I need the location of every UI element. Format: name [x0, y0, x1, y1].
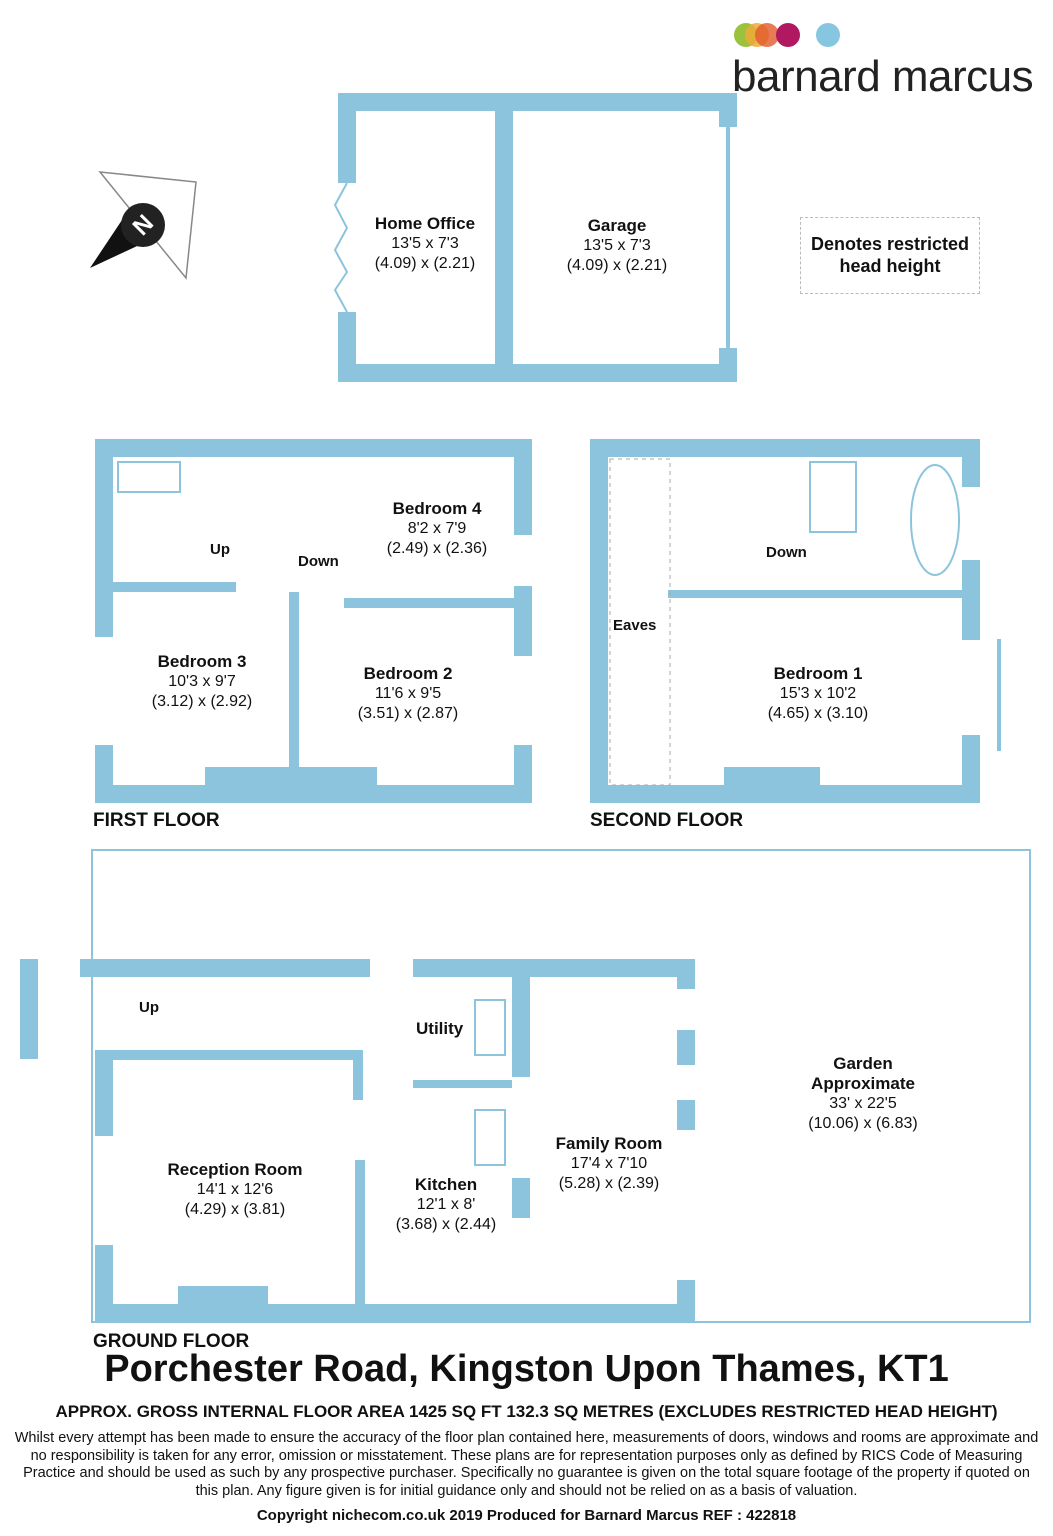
room-bedroom-2: Bedroom 2 11'6 x 9'5 (3.51) x (2.87)	[358, 664, 458, 724]
logo-dot-magenta	[776, 23, 800, 47]
logo-dot-red	[755, 23, 779, 47]
restricted-head-height-legend: Denotes restricted head height	[800, 217, 980, 294]
room-imperial: 17'4 x 7'10	[570, 1155, 648, 1172]
copyright: Copyright nichecom.co.uk 2019 Produced f…	[256, 1507, 797, 1524]
room-bedroom-4: Bedroom 4 8'2 x 7'9 (2.49) x (2.36)	[387, 499, 487, 559]
outlines	[91, 126, 1031, 1323]
eaves-label: Eaves	[613, 617, 657, 634]
room-home-office: Home Office 13'5 x 7'3 (4.09) x (2.21)	[375, 214, 475, 274]
second-floor-label: SECOND FLOOR	[590, 810, 744, 831]
room-metric: (2.49) x (2.36)	[386, 540, 488, 557]
room-imperial: 8'2 x 7'9	[407, 520, 467, 537]
room-metric: (5.28) x (2.39)	[558, 1175, 660, 1192]
room-metric: (10.06) x (6.83)	[808, 1115, 918, 1132]
room-imperial: 12'1 x 8'	[416, 1196, 476, 1213]
room-name: Bedroom 4	[392, 499, 482, 518]
first-floor-label: FIRST FLOOR	[93, 810, 220, 831]
room-metric: (3.68) x (2.44)	[395, 1216, 497, 1233]
ground-floor-label: GROUND FLOOR	[93, 1331, 250, 1352]
disclaimer: Whilst every attempt has been made to en…	[14, 1430, 1039, 1499]
room-name: Family Room	[555, 1134, 663, 1153]
room-imperial: 15'3 x 10'2	[779, 685, 857, 702]
stairs-up-label: Up	[139, 999, 159, 1016]
room-metric: (3.51) x (2.87)	[357, 705, 459, 722]
floor-area: APPROX. GROSS INTERNAL FLOOR AREA 1425 S…	[55, 1402, 998, 1421]
room-family-room: Family Room 17'4 x 7'10 (5.28) x (2.39)	[556, 1134, 663, 1194]
room-name: Kitchen	[414, 1175, 478, 1194]
legend-line-2: head height	[839, 256, 941, 276]
room-name: Bedroom 1	[773, 664, 863, 683]
room-name: Approximate	[811, 1074, 915, 1093]
room-name: Home Office	[374, 214, 476, 233]
room-metric: (4.65) x (3.10)	[767, 705, 869, 722]
room-reception: Reception Room 14'1 x 12'6 (4.29) x (3.8…	[167, 1160, 302, 1220]
room-garden: Garden Approximate 33' x 22'5 (10.06) x …	[808, 1054, 917, 1134]
room-name: Bedroom 2	[363, 664, 453, 683]
brand-logo: barnard marcus	[732, 52, 1034, 101]
legend-line-1: Denotes restricted	[810, 234, 970, 254]
garden-outline	[91, 849, 1031, 1323]
walls	[20, 23, 980, 1322]
stairs-down-label: Down	[766, 544, 807, 561]
room-metric: (4.09) x (2.21)	[566, 257, 668, 274]
room-bedroom-3: Bedroom 3 10'3 x 9'7 (3.12) x (2.92)	[152, 652, 252, 712]
stairs-down-label: Down	[298, 553, 339, 570]
logo-dot-blue	[816, 23, 840, 47]
compass-icon: N	[90, 171, 197, 280]
room-imperial: 13'5 x 7'3	[583, 237, 651, 254]
room-name: Garage	[587, 216, 647, 235]
room-imperial: 13'5 x 7'3	[391, 235, 459, 252]
property-title: Porchester Road, Kingston Upon Thames, K…	[104, 1348, 949, 1390]
room-metric: (4.29) x (3.81)	[184, 1201, 286, 1218]
room-imperial: 14'1 x 12'6	[196, 1181, 274, 1198]
room-metric: (4.09) x (2.21)	[374, 255, 476, 272]
utility-label: Utility	[416, 1019, 464, 1038]
room-bedroom-1: Bedroom 1 15'3 x 10'2 (4.65) x (3.10)	[768, 664, 868, 724]
room-name: Reception Room	[167, 1160, 303, 1179]
room-name: Bedroom 3	[157, 652, 247, 671]
room-metric: (3.12) x (2.92)	[151, 693, 253, 710]
stairs-up-label: Up	[210, 541, 230, 558]
room-imperial: 11'6 x 9'5	[374, 685, 442, 702]
room-garage: Garage 13'5 x 7'3 (4.09) x (2.21)	[567, 216, 667, 276]
room-imperial: 33' x 22'5	[829, 1095, 897, 1112]
room-kitchen: Kitchen 12'1 x 8' (3.68) x (2.44)	[396, 1175, 496, 1235]
room-name: Garden	[833, 1054, 893, 1073]
room-imperial: 10'3 x 9'7	[168, 673, 236, 690]
